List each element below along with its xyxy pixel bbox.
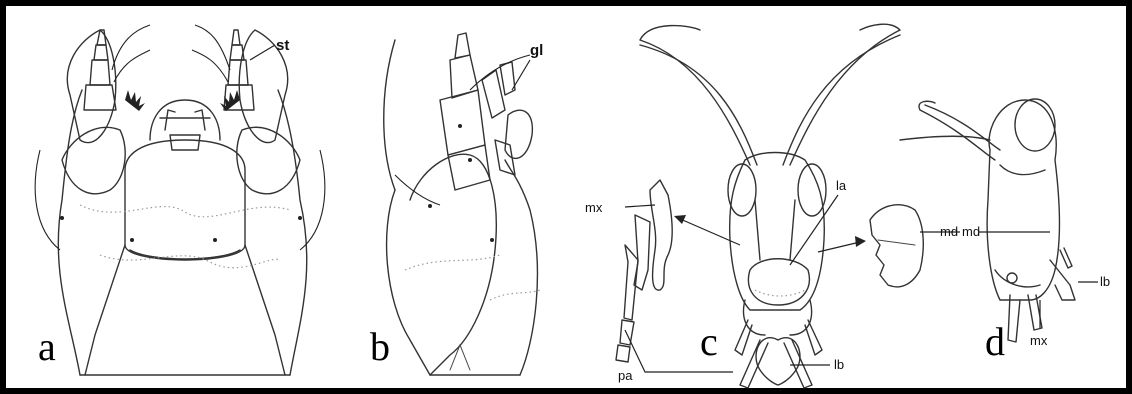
label-c-la: la bbox=[836, 178, 847, 193]
figure-frame bbox=[3, 3, 1129, 391]
panel-a-letter: a bbox=[38, 324, 56, 369]
label-d-lb: lb bbox=[1100, 274, 1110, 289]
panel-d-drawing bbox=[900, 99, 1098, 342]
panel-a-drawing bbox=[35, 25, 325, 375]
label-c-md: md bbox=[962, 224, 980, 239]
label-gl: gl bbox=[530, 42, 543, 59]
label-c-mx: mx bbox=[585, 200, 603, 215]
label-st: st bbox=[276, 37, 289, 54]
panel-c-letter: c bbox=[700, 319, 718, 364]
label-c-lb: lb bbox=[834, 357, 844, 372]
label-d-md: md bbox=[940, 224, 958, 239]
label-c-pa: pa bbox=[618, 368, 633, 383]
panel-b-drawing bbox=[384, 33, 540, 375]
label-d-mx: mx bbox=[1030, 333, 1048, 348]
panel-d-letter: d bbox=[985, 319, 1005, 364]
panel-c-drawing bbox=[616, 24, 960, 388]
panel-b-letter: b bbox=[370, 324, 390, 369]
